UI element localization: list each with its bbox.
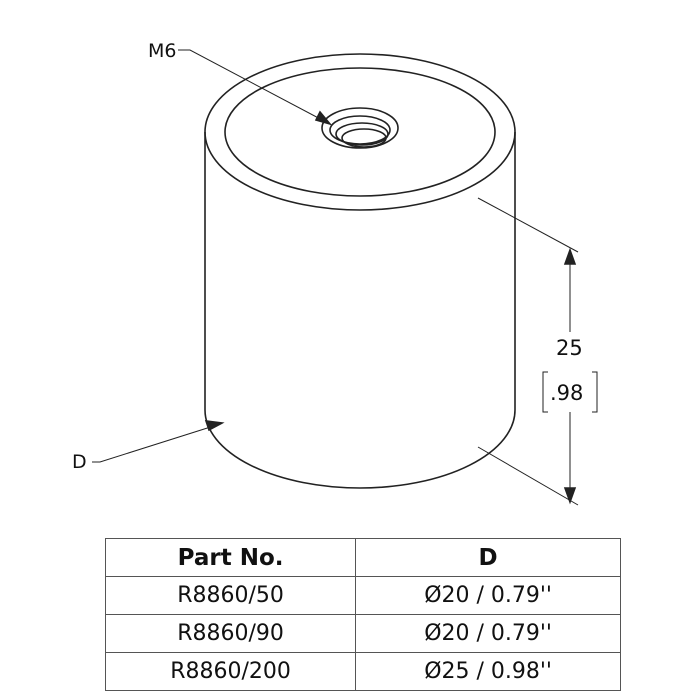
top-recess xyxy=(224,67,496,197)
thread-label: M6 xyxy=(148,40,177,62)
diameter: Ø25 / 0.98'' xyxy=(355,652,621,691)
extension-line-top xyxy=(477,197,579,253)
extension-line-bottom xyxy=(477,446,579,506)
height-mm: 25 xyxy=(556,336,583,360)
part-no: R8860/90 xyxy=(104,614,357,653)
part-no: R8860/50 xyxy=(104,576,357,615)
table-header: Part No.D xyxy=(104,538,621,577)
part-no: R8860/200 xyxy=(104,652,357,691)
bracket xyxy=(542,371,598,413)
diameter: Ø20 / 0.79'' xyxy=(355,614,621,653)
cylinder-top xyxy=(204,53,516,211)
header-part-no: Part No. xyxy=(104,538,357,577)
diameter-label: D xyxy=(72,451,87,473)
diameter: Ø20 / 0.79'' xyxy=(355,576,621,615)
d-leader xyxy=(92,423,221,463)
header-d: D xyxy=(355,538,621,577)
threaded-hole xyxy=(321,107,399,149)
cylinder-body xyxy=(204,132,516,489)
m6-leader xyxy=(178,49,327,123)
height-in: .98 xyxy=(550,381,584,405)
